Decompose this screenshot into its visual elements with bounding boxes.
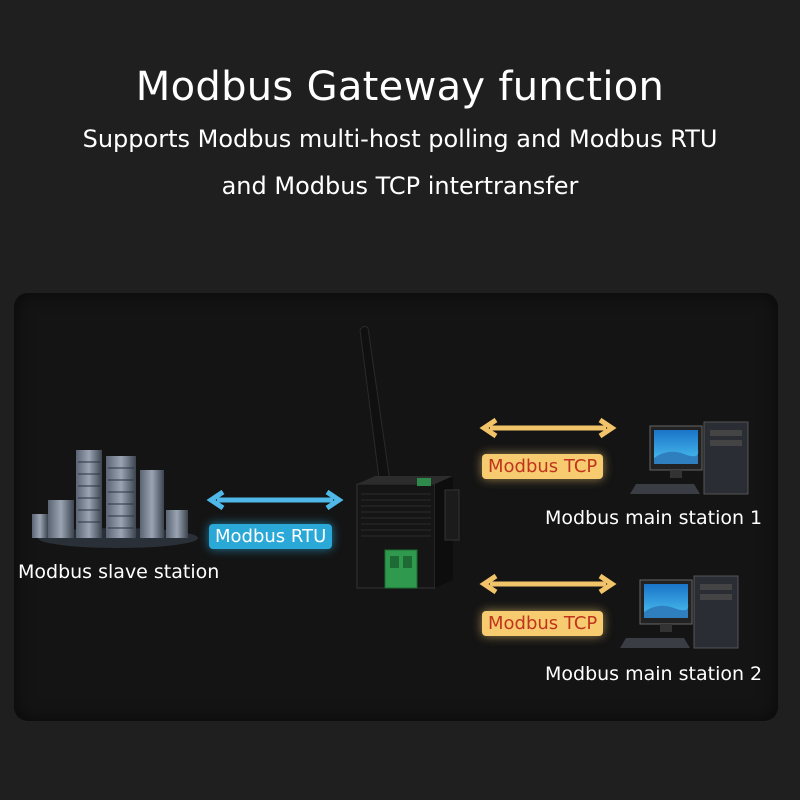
page-title: Modbus Gateway function [135,64,665,110]
desktop-computer-icon [620,575,739,649]
rtu-double-arrow [206,489,344,511]
tcp-double-arrow-bottom [479,573,617,595]
server-rack-icon [32,450,198,548]
desktop-computer-icon [630,421,749,495]
modbus-tcp-tag-bottom: Modbus TCP [482,611,604,636]
slave-station-label: Modbus slave station [18,561,220,583]
modbus-rtu-tag: Modbus RTU [209,524,333,549]
modbus-tcp-tag-top: Modbus TCP [482,454,604,479]
gateway-device-icon [356,476,460,589]
page-subtitle-line1: Supports Modbus multi-host polling and M… [82,125,718,153]
main-station-2-label: Modbus main station 2 [545,663,763,685]
tcp-double-arrow-top [479,417,617,439]
antenna-icon [359,325,391,487]
page-subtitle-line2: and Modbus TCP intertransfer [221,172,579,200]
main-station-1-label: Modbus main station 1 [545,507,763,529]
